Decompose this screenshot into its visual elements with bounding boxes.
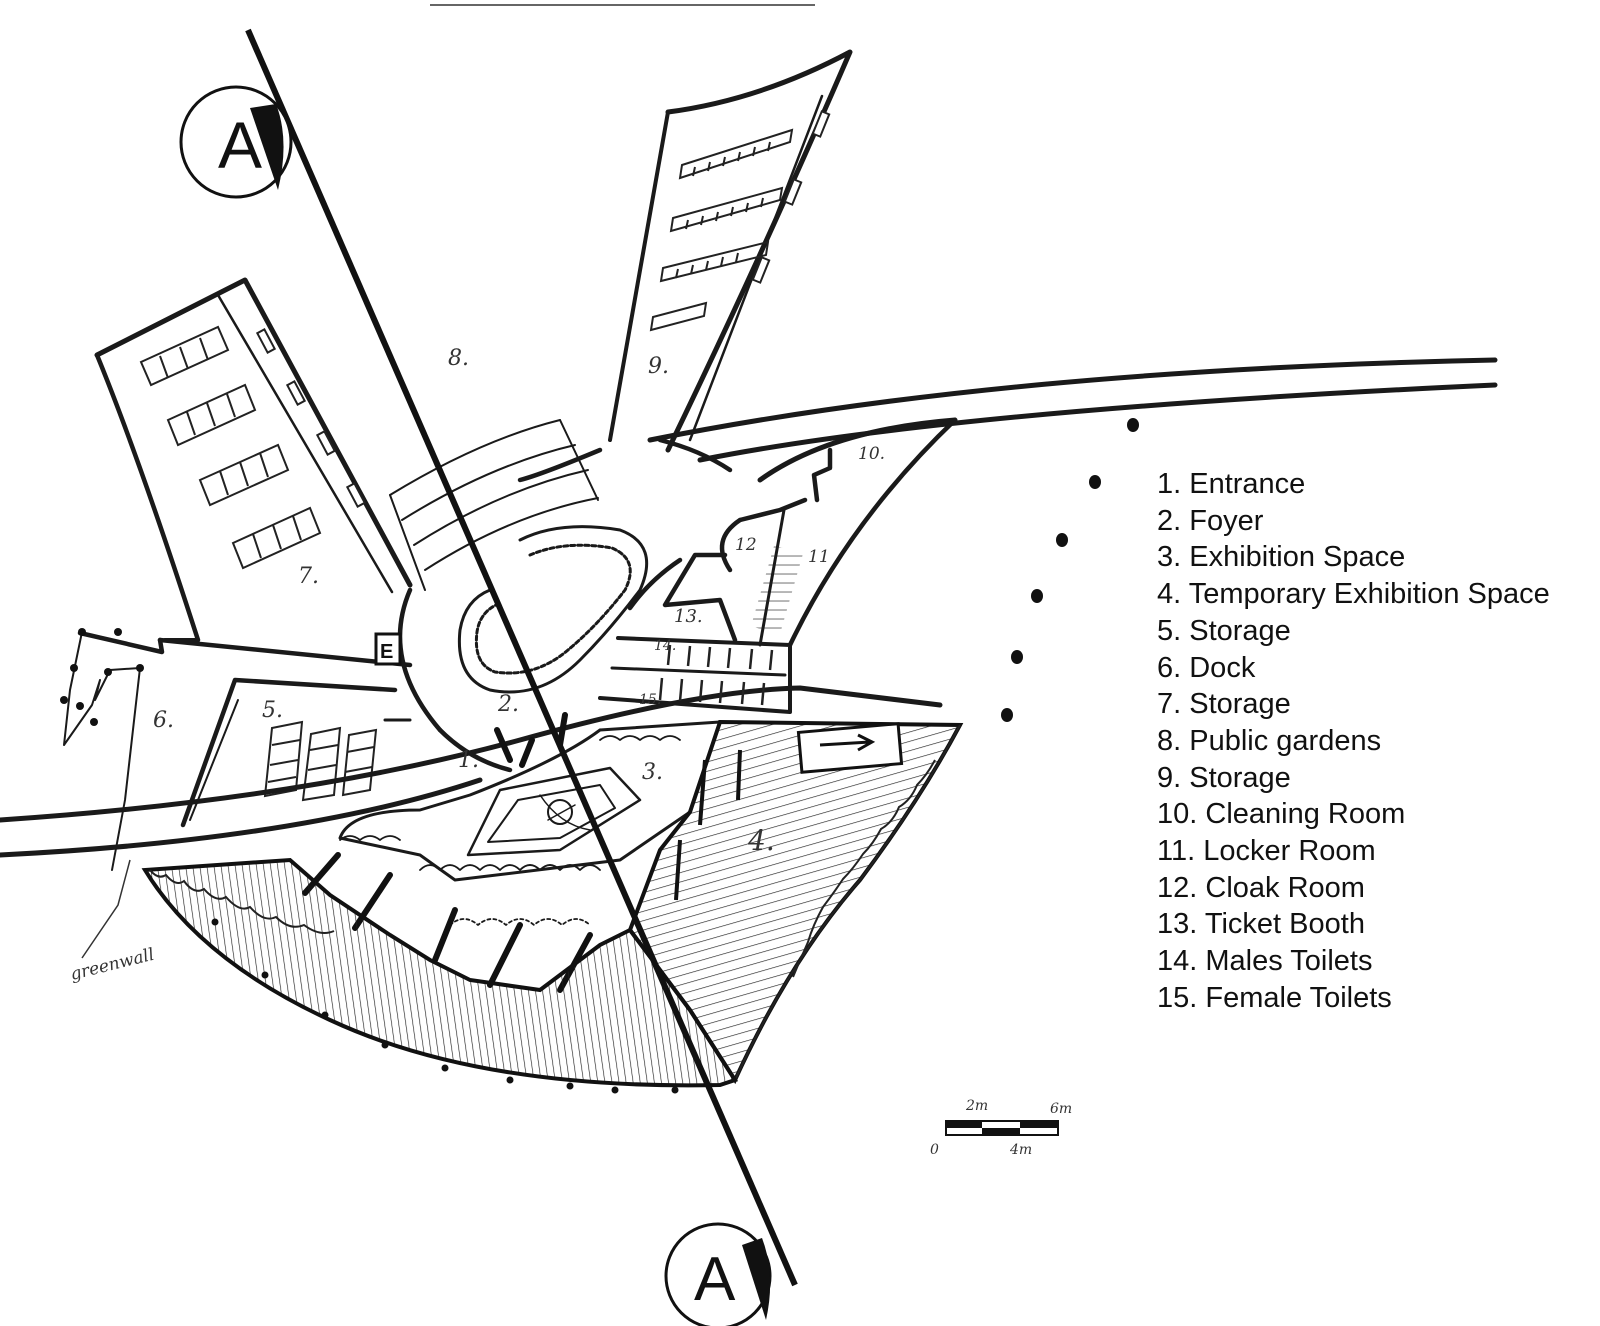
legend-item: 6. Dock	[1157, 651, 1256, 684]
elevator-box	[374, 632, 402, 666]
storage-7-racks	[139, 325, 322, 570]
scale-label-0: 0	[930, 1142, 939, 1158]
legend-item: 9. Storage	[1157, 761, 1291, 794]
room-label-7: 7.	[298, 564, 319, 589]
section-marker-top: A	[179, 85, 293, 199]
legend-item: 11. Locker Room	[1157, 835, 1376, 868]
room-label-15: 15.	[639, 692, 661, 708]
locker-room-hatch	[751, 545, 803, 635]
room-label-11: 11	[808, 547, 830, 567]
room-label-8: 8.	[448, 346, 469, 371]
spiral-ramp	[457, 525, 649, 694]
room-label-10: 10.	[858, 444, 885, 464]
legend-item: 8. Public gardens	[1157, 724, 1382, 757]
legend-item: 13. Ticket Booth	[1157, 908, 1365, 941]
room-legend: 1. Entrance 2. Foyer 3. Exhibition Space…	[1157, 466, 1550, 1017]
toilets-block	[598, 636, 792, 714]
toilet-cubicles	[658, 644, 774, 706]
wing-9-windows	[751, 110, 831, 284]
room-label-5: 5.	[262, 698, 283, 723]
greenwall-label: greenwall	[68, 945, 156, 985]
room-label-14: 14.	[654, 638, 676, 654]
lawn-edge-bollards	[211, 918, 679, 1094]
planting-clouds	[339, 735, 681, 926]
room-label-4: 4.	[747, 824, 775, 857]
room-labels: 1. 2. 3. 4. 5. 6. 7. 8. 9. 10. 11 12 13.…	[68, 346, 885, 985]
section-marker-bottom: A	[664, 1222, 772, 1326]
dock-bollards	[60, 628, 144, 726]
legend-item: 12. Cloak Room	[1157, 871, 1365, 904]
scale-label-2: 2m	[965, 1098, 988, 1114]
room-label-9: 9.	[648, 354, 669, 379]
southern-lawn-hatch	[141, 857, 739, 1088]
scale-label-4: 4m	[1009, 1142, 1032, 1158]
wing-7-windows	[255, 328, 367, 508]
room-label-2: 2.	[497, 692, 519, 717]
lawn-edge-planting	[149, 869, 335, 934]
dock-outline	[63, 631, 141, 871]
wing-storage-9	[608, 49, 853, 453]
legend-item: 10. Cleaning Room	[1157, 798, 1406, 831]
path-markers	[1001, 418, 1139, 722]
legend-item: 3. Exhibition Space	[1157, 541, 1406, 574]
room-label-1: 1.	[458, 748, 479, 773]
scale-label-6: 6m	[1050, 1101, 1072, 1117]
elevator-label: E	[380, 641, 393, 663]
legend-item: 14. Males Toilets	[1157, 945, 1373, 978]
legend-item: 7. Storage	[1157, 688, 1291, 721]
room-label-3: 3.	[642, 760, 663, 785]
stair-arrow	[819, 733, 876, 752]
room-label-12: 12	[735, 535, 757, 555]
terrace-steps	[389, 419, 599, 591]
legend-item: 1. Entrance	[1157, 468, 1306, 500]
scale-bar: 0 2m 4m 6m	[930, 1098, 1072, 1158]
road	[0, 357, 1498, 858]
legend-item: 5. Storage	[1157, 614, 1291, 647]
legend-item: 2. Foyer	[1157, 504, 1264, 537]
legend-item: 15. Female Toilets	[1157, 981, 1392, 1014]
east-planting	[734, 724, 961, 1081]
room-label-6: 6.	[153, 708, 174, 733]
room-label-13: 13.	[674, 606, 703, 627]
stair-block	[796, 722, 904, 774]
legend-item: 4. Temporary Exhibition Space	[1157, 578, 1550, 611]
storage-9-racks	[649, 128, 794, 332]
greenwall-leader	[81, 859, 131, 959]
section-line	[245, 28, 798, 1287]
section-marker-bottom-letter: A	[694, 1245, 736, 1314]
temp-exhibition-columns	[674, 749, 742, 901]
rotunda	[397, 437, 733, 773]
section-marker-top-letter: A	[218, 108, 262, 182]
wing-storage-7	[94, 277, 413, 643]
